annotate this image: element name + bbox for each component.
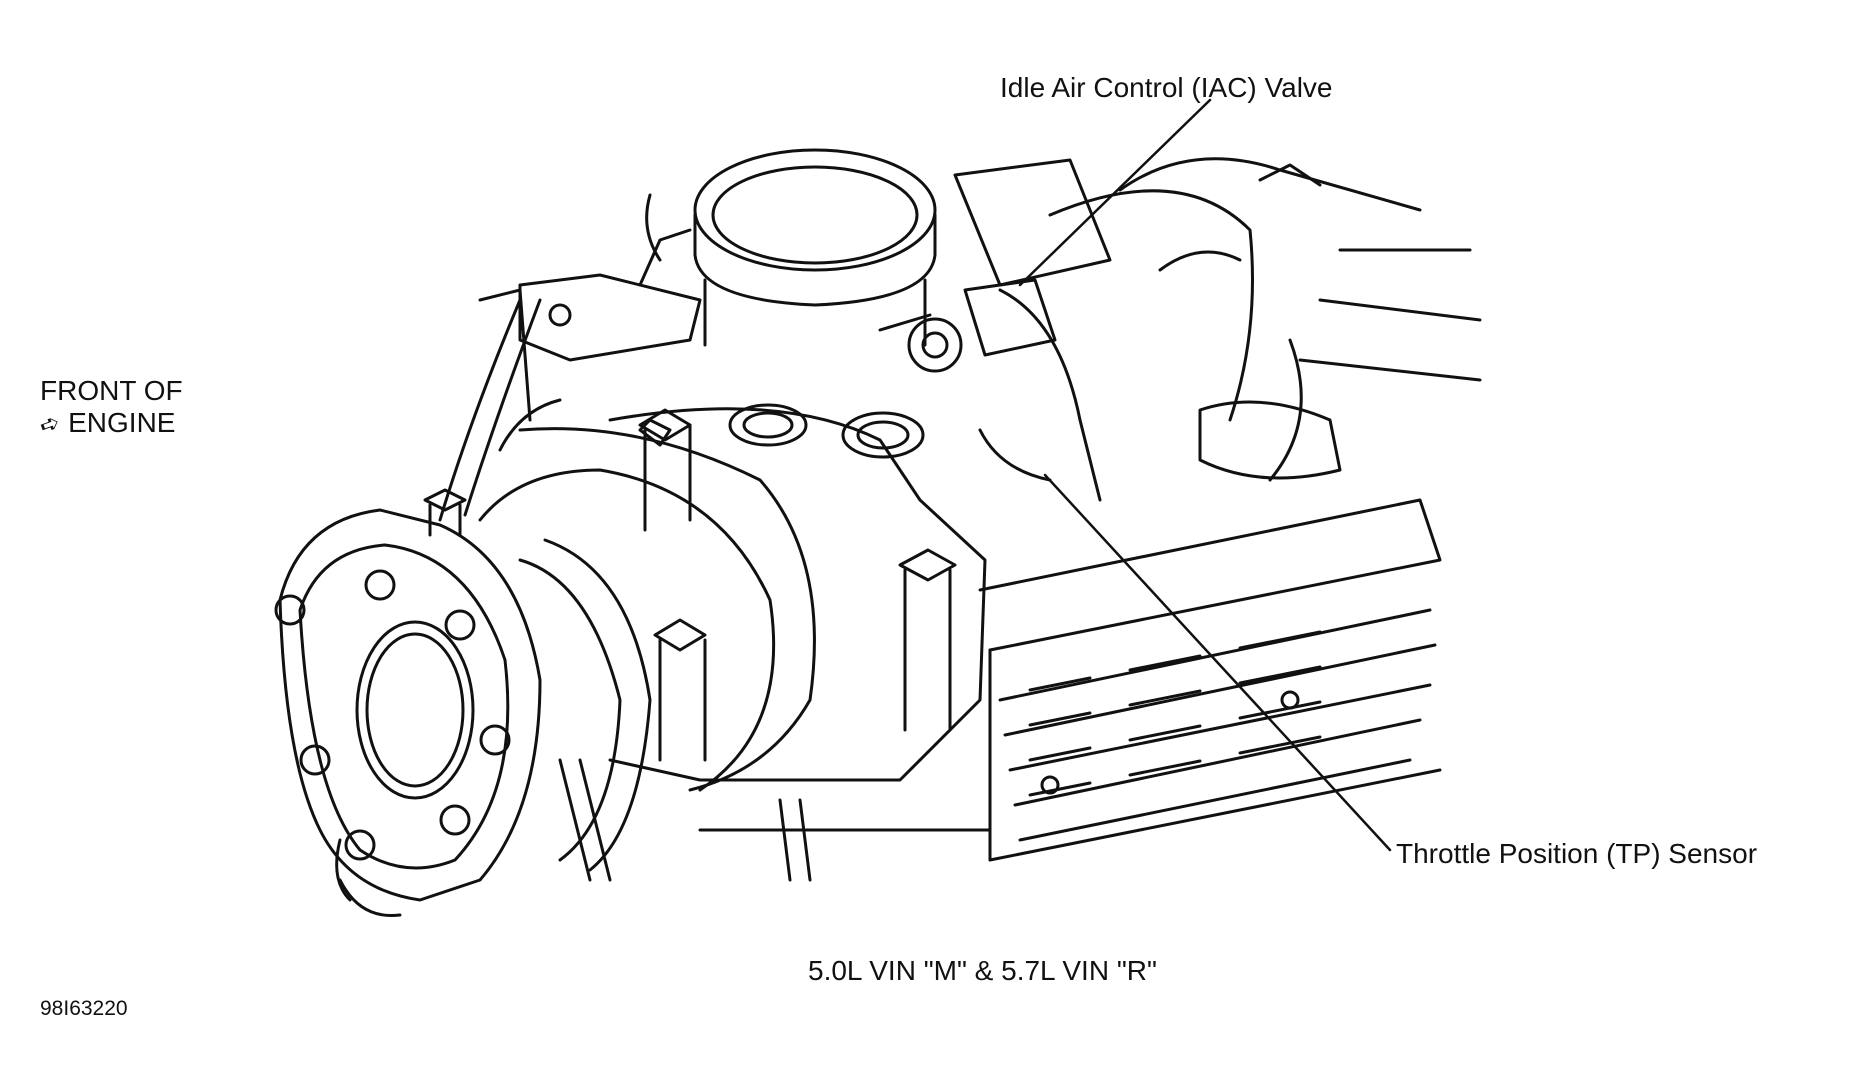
drive-belt — [438, 298, 612, 882]
throttle-linkage — [478, 228, 702, 452]
cylinder-head — [698, 498, 1442, 882]
engine-caption: 5.0L VIN "M" & 5.7L VIN "R" — [808, 955, 1157, 986]
intake-plenum — [953, 157, 1482, 502]
front-of-engine-line2: ENGINE — [68, 407, 176, 438]
iac-leader-line — [1018, 98, 1212, 287]
sensor-block — [878, 278, 1057, 482]
mounting-bolts — [423, 408, 957, 762]
front-of-engine-label: FRONT OF ➪ENGINE — [36, 375, 183, 441]
iac-valve-label: Idle Air Control (IAC) Valve — [1000, 72, 1333, 103]
front-body-cylinder — [478, 403, 987, 792]
arrow-left-down-icon: ➪ — [35, 408, 64, 441]
pulley — [274, 508, 652, 918]
tp-sensor-label: Throttle Position (TP) Sensor — [1396, 838, 1758, 869]
front-of-engine-line2-wrap: ➪ENGINE — [36, 407, 183, 441]
front-of-engine-line1: FRONT OF — [40, 375, 183, 406]
tp-leader-line — [1043, 473, 1392, 852]
throttle-body — [645, 148, 937, 347]
figure-id: 98I63220 — [40, 997, 128, 1020]
